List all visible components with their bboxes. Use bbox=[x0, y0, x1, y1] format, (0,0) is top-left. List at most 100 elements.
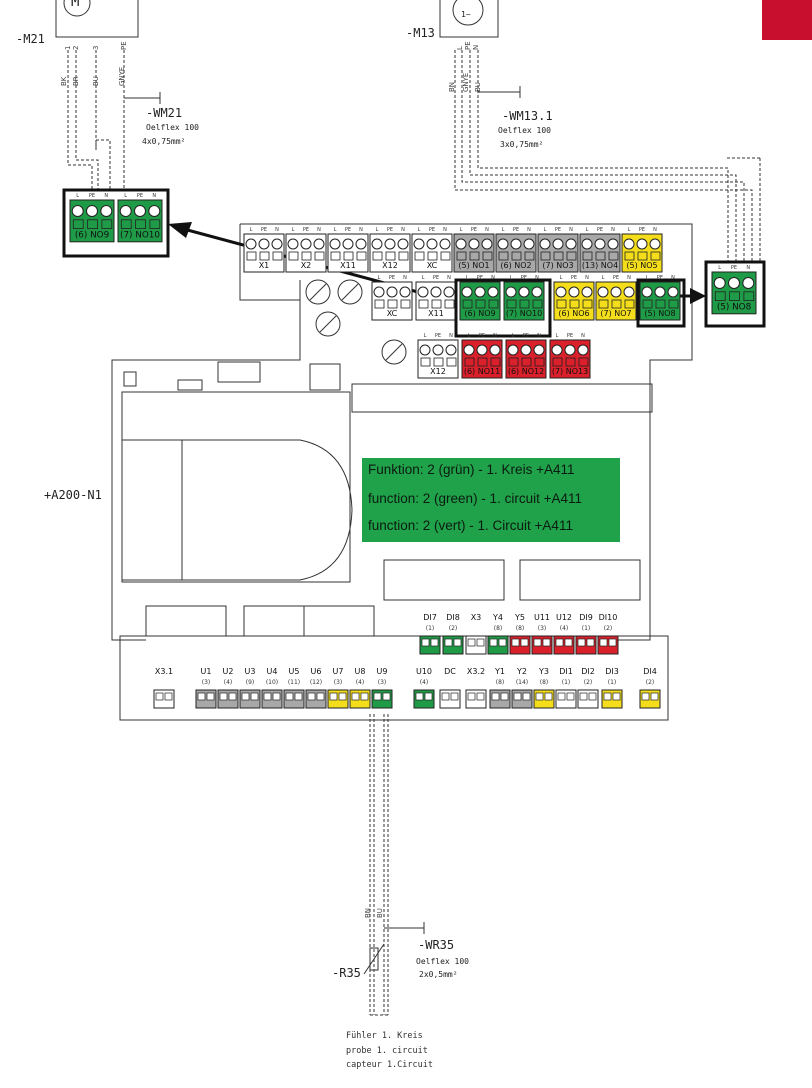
io-u2 bbox=[217, 689, 239, 709]
terminal-top-x11: X11 bbox=[327, 233, 369, 273]
io-u4-num: (10) bbox=[266, 679, 278, 686]
zoom-right-no8-pin-l: L bbox=[718, 265, 721, 271]
terminal-low-no11: (6) NO11 bbox=[461, 339, 503, 379]
terminal-top-no5-pin-pe: PE bbox=[639, 227, 645, 233]
terminal-low-no12-pin-pe: PE bbox=[523, 333, 529, 339]
zoom-right-no8-pin-pe: PE bbox=[731, 265, 737, 271]
cable-wm21-type: Oelflex 100 bbox=[146, 123, 199, 132]
io-u4-name: U4 bbox=[267, 667, 278, 676]
m13-wires bbox=[454, 50, 753, 262]
terminal-top-x1: X1 bbox=[243, 233, 285, 273]
io-terminal-strip-frame bbox=[119, 635, 669, 721]
io-u6-name: U6 bbox=[311, 667, 322, 676]
terminal-mid-x11-pin-n: N bbox=[447, 275, 451, 281]
terminal-mid-no6: (6) NO6 bbox=[553, 281, 595, 321]
terminal-mid-x11-label: X11 bbox=[428, 309, 444, 318]
m21-wires bbox=[67, 50, 125, 190]
terminal-mid-no9-pin-pe: PE bbox=[477, 275, 483, 281]
io-u11 bbox=[531, 635, 553, 655]
io-y3 bbox=[533, 689, 555, 709]
io-y5 bbox=[509, 635, 531, 655]
terminal-top-no3-pin-n: N bbox=[569, 227, 573, 233]
terminal-mid-no9-label: (6) NO9 bbox=[464, 309, 495, 318]
zoom-left-no10: (7) NO10 bbox=[117, 199, 163, 243]
note-line-fr: function: 2 (vert) - 1. Circuit +A411 bbox=[368, 518, 573, 533]
io-di3 bbox=[601, 689, 623, 709]
terminal-low-x12: X12 bbox=[417, 339, 459, 379]
motor-m13-label: -M13 bbox=[406, 26, 435, 40]
terminal-top-x2-pin-n: N bbox=[317, 227, 321, 233]
io-u1 bbox=[195, 689, 217, 709]
terminal-top-xc-pin-pe: PE bbox=[429, 227, 435, 233]
terminal-mid-no8-pin-l: L bbox=[646, 275, 649, 281]
terminal-mid-no7-pin-pe: PE bbox=[613, 275, 619, 281]
io-di9-num: (1) bbox=[582, 625, 591, 632]
terminal-mid-no8-pin-n: N bbox=[671, 275, 675, 281]
terminal-top-x12-pin-l: L bbox=[376, 227, 379, 233]
terminal-top-x1-pin-n: N bbox=[275, 227, 279, 233]
sensor-r35-label: -R35 bbox=[332, 966, 361, 980]
io-y2 bbox=[511, 689, 533, 709]
io-u12-name: U12 bbox=[556, 613, 572, 622]
note-line-en: function: 2 (green) - 1. circuit +A411 bbox=[368, 491, 582, 506]
arrowhead-left bbox=[168, 222, 192, 238]
io-u9-name: U9 bbox=[377, 667, 388, 676]
io-u3-num: (9) bbox=[246, 679, 255, 686]
terminal-top-no1-label: (5) NO1 bbox=[458, 261, 489, 270]
m21-pin-2: 2 bbox=[72, 45, 80, 50]
motor-m13-symbol: 1~ bbox=[461, 10, 471, 19]
io-di2-name: DI2 bbox=[581, 667, 595, 676]
io-y1-name: Y1 bbox=[494, 667, 505, 676]
terminal-top-x11-pin-n: N bbox=[359, 227, 363, 233]
terminal-top-x2-pin-l: L bbox=[292, 227, 295, 233]
terminal-top-no4-pin-l: L bbox=[586, 227, 589, 233]
terminal-top-no3-pin-pe: PE bbox=[555, 227, 561, 233]
io-di1-name: DI1 bbox=[559, 667, 573, 676]
terminal-low-no13-label: (7) NO13 bbox=[552, 367, 588, 376]
io-u7-num: (3) bbox=[334, 679, 343, 686]
io-u3 bbox=[239, 689, 261, 709]
zoom-left-no10-pin-n: N bbox=[152, 193, 156, 199]
zoom-left-no9: (6) NO9 bbox=[69, 199, 115, 243]
terminal-mid-no7: (7) NO7 bbox=[595, 281, 637, 321]
m21-wire-bu: BU bbox=[92, 76, 100, 86]
io-u12-num: (4) bbox=[560, 625, 569, 632]
terminal-low-no11-pin-pe: PE bbox=[479, 333, 485, 339]
io-di2-num: (2) bbox=[584, 679, 593, 686]
zoom-box-left bbox=[62, 188, 170, 258]
io-di10-name: DI10 bbox=[599, 613, 618, 622]
io-y5-num: (8) bbox=[516, 625, 525, 632]
cable-wr35-size: 2x0,5mm² bbox=[419, 970, 458, 979]
zoom-right-no8-label: (5) NO8 bbox=[717, 302, 751, 312]
io-u9 bbox=[371, 689, 393, 709]
m13-pin-n: N bbox=[472, 44, 480, 50]
terminal-mid-x11-pin-l: L bbox=[422, 275, 425, 281]
terminal-top-x2-label: X2 bbox=[301, 261, 312, 270]
io-x3 bbox=[465, 635, 487, 655]
io-u6 bbox=[305, 689, 327, 709]
terminal-low-x12-label: X12 bbox=[430, 367, 446, 376]
terminal-top-x12-pin-pe: PE bbox=[387, 227, 393, 233]
io-u10-num: (4) bbox=[420, 679, 429, 686]
io-x3-1 bbox=[153, 689, 175, 709]
terminal-low-no13-pin-l: L bbox=[556, 333, 559, 339]
terminal-top-x1-pin-l: L bbox=[250, 227, 253, 233]
io-u12 bbox=[553, 635, 575, 655]
io-y5-name: Y5 bbox=[514, 613, 525, 622]
terminal-top-x2: X2 bbox=[285, 233, 327, 273]
terminal-mid-no9-pin-l: L bbox=[466, 275, 469, 281]
terminal-top-no4: (13) NO4 bbox=[579, 233, 621, 273]
caption-en: probe 1. circuit bbox=[346, 1046, 428, 1056]
io-di8 bbox=[442, 635, 464, 655]
note-line-de: Funktion: 2 (grün) - 1. Kreis +A411 bbox=[368, 462, 575, 477]
io-u1-num: (3) bbox=[202, 679, 211, 686]
zoom-right-no8: (5) NO8 bbox=[711, 271, 757, 315]
terminal-mid-x11-pin-pe: PE bbox=[433, 275, 439, 281]
m13-pin-l: L bbox=[456, 46, 464, 50]
terminal-top-xc: XC bbox=[411, 233, 453, 273]
m13-wire-bu: BU bbox=[474, 82, 482, 92]
terminal-mid-xc-pin-n: N bbox=[403, 275, 407, 281]
io-u11-name: U11 bbox=[534, 613, 550, 622]
motor-m13-box bbox=[439, 0, 499, 38]
cable-wm21-name: -WM21 bbox=[146, 106, 183, 120]
